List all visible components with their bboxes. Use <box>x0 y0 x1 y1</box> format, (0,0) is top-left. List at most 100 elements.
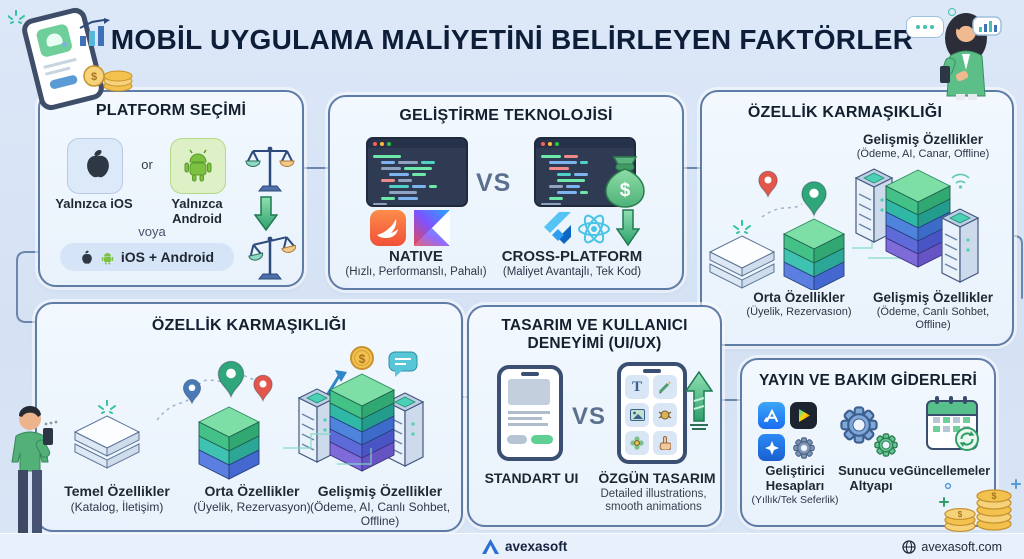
chat-bubble-icon <box>388 351 418 377</box>
basic-title: Temel Özellikler <box>64 483 170 499</box>
tilted-scale-icon <box>248 236 296 280</box>
card-title: GELİŞTİRME TEKNOLOJİSİ <box>399 107 613 124</box>
globe-icon <box>902 540 917 554</box>
mid-title: Orta Özellikler <box>204 483 300 499</box>
card-ozellik-karmasikligi-alt: ÖZELLİK KARMAŞIKLIĞI $ Temel Öze <box>35 302 463 532</box>
card-title: ÖZELLİK KARMAŞIKLIĞI <box>151 317 347 334</box>
flutter-logo <box>544 212 571 244</box>
card-title-line2: DENEYİMİ (UI/UX) <box>527 335 662 352</box>
line-decor <box>44 66 71 76</box>
advanced-sub: (Ödeme, Canlı Sohbet, Offline) <box>876 306 990 331</box>
apple-icon-small <box>82 250 92 264</box>
brand-lockup: avexasoft <box>482 539 567 554</box>
coin-stacks-icon: $ $ <box>939 479 1021 533</box>
combo-label: iOS + Android <box>120 249 215 265</box>
ios-tile <box>67 138 123 194</box>
footer-bar: avexasoft avexasoft.com <box>0 533 1024 559</box>
website-lockup: avexasoft.com <box>902 540 1002 554</box>
money-bag-icon: $ <box>605 156 645 208</box>
app-glyph <box>44 31 64 48</box>
card-gelistirme-teknolojisi: GELİŞTİRME TEKNOLOJİSİ <box>328 95 684 290</box>
avexasoft-logo-icon <box>482 539 499 554</box>
native-title: NATIVE <box>389 248 443 265</box>
balanced-scale-icon <box>245 146 295 192</box>
feature-stacks-illustration <box>709 168 979 290</box>
bug-icon <box>653 403 677 427</box>
coins-icon: $ <box>83 65 133 92</box>
dev-sub: (Yıllık/Tek Seferlik) <box>751 494 839 506</box>
svg-text:$: $ <box>620 180 631 201</box>
standard-ui-phone <box>497 365 563 461</box>
svg-text:$: $ <box>958 510 963 519</box>
veya-label: voya <box>138 224 166 239</box>
svg-text:$: $ <box>359 352 366 366</box>
svg-text:$: $ <box>91 71 97 83</box>
or-label: or <box>141 157 153 172</box>
server-gears-icon <box>840 406 898 457</box>
up-arrow-icon <box>685 371 713 430</box>
feature-tiers-illustration: $ <box>74 346 424 480</box>
card-title: PLATFORM SEÇİMİ <box>95 102 247 119</box>
mid-sub: (Üyelik, Rezervasyon) <box>193 500 311 514</box>
sparkle-icon <box>8 10 25 24</box>
line-decor <box>43 57 77 69</box>
growth-chart-icon <box>79 18 110 46</box>
mid-title: Orta Özellikler <box>753 290 845 305</box>
vs-label: VS <box>476 169 512 197</box>
design-tool-grid: T <box>625 375 677 455</box>
callout-sub: (Ödeme, AI, Canar, Offline) <box>856 148 990 160</box>
stats-bubble-icon <box>972 16 1002 36</box>
react-logo <box>578 214 610 244</box>
swift-logo <box>370 210 406 246</box>
dot-decor <box>62 42 67 47</box>
basic-sub: (Katalog, İletişim) <box>70 500 164 514</box>
card-title: YAYIN VE BAKIM GİDERLERİ <box>758 372 978 389</box>
calendar-icon <box>926 396 979 451</box>
wireframe-block <box>508 379 550 405</box>
android-tile <box>170 138 226 194</box>
flower-gear-icon <box>625 431 649 455</box>
app-icon <box>35 23 74 59</box>
ios-label: Yalnızca iOS <box>55 196 133 211</box>
pencil-icon <box>653 375 677 399</box>
refresh-icon <box>955 427 979 451</box>
custom-design-phone: T <box>617 362 687 464</box>
woman-with-phone-illustration <box>940 13 987 100</box>
card-tasarim-ux: TASARIM VE KULLANICI DENEYİMİ (UI/UX) VS… <box>467 305 722 527</box>
card-yayin-bakim: YAYIN VE BAKIM GİDERLERİ <box>740 358 996 527</box>
chat-bubble-icon <box>906 16 944 38</box>
app-store-icon <box>758 402 785 429</box>
svg-text:$: $ <box>991 491 996 501</box>
card-title: ÖZELLİK KARMAŞIKLIĞI <box>747 104 943 121</box>
settings-gear-icon <box>790 434 817 461</box>
down-arrow-icon <box>616 209 640 247</box>
testflight-icon <box>758 434 785 461</box>
card-ozellik-karmasikligi-ust: ÖZELLİK KARMAŞIKLIĞI Gelişmiş Özellikler… <box>700 90 1014 346</box>
wireframe-line <box>508 417 542 420</box>
advanced-sub: (Ödeme, AI, Canlı Sohbet, Offline) <box>309 500 451 528</box>
updates-title: Güncellemeler <box>903 464 991 478</box>
wireframe-line <box>508 411 550 414</box>
brand-name: avexasoft <box>505 539 568 554</box>
ring-decor <box>948 8 956 16</box>
google-play-icon <box>790 402 817 429</box>
custom-label: ÖZGÜN TASARIM <box>598 470 716 486</box>
advanced-title: Gelişmiş Özellikler <box>317 483 443 499</box>
android-icon <box>184 149 212 182</box>
wireframe-button <box>507 435 527 444</box>
kotlin-logo <box>414 210 450 246</box>
combo-pill: iOS + Android <box>60 243 234 271</box>
dev-title: Geliştirici Hesapları <box>765 463 825 493</box>
android-label: Yalnızca Android <box>171 196 223 226</box>
advanced-title: Gelişmiş Özellikler <box>872 290 994 305</box>
button-decor <box>48 74 79 90</box>
card-title-line1: TASARIM VE KULLANICI <box>501 317 688 334</box>
website-url: avexasoft.com <box>921 540 1002 554</box>
native-sub: (Hızlı, Performanslı, Pahalı) <box>345 266 487 278</box>
hand-pointer-icon <box>653 431 677 455</box>
apple-icon <box>87 149 109 178</box>
callout-title: Gelişmiş Özellikler <box>862 132 984 147</box>
image-icon <box>625 403 649 427</box>
cross-title: CROSS-PLATFORM <box>501 248 643 265</box>
